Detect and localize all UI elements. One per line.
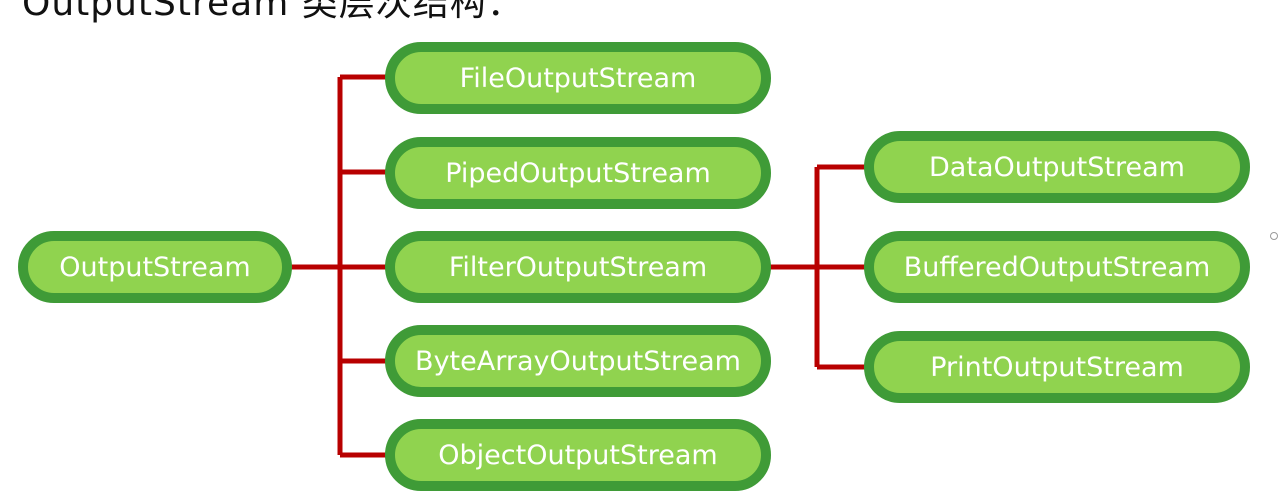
node-dataoutputstream-label: DataOutputStream [929,151,1185,183]
node-objectoutputstream-label: ObjectOutputStream [438,439,718,471]
node-bytearrayoutputstream-label: ByteArrayOutputStream [415,345,741,377]
node-dataoutputstream: DataOutputStream [864,131,1250,203]
node-outputstream: OutputStream [18,231,292,303]
node-printoutputstream-label: PrintOutputStream [930,351,1184,383]
node-bufferedoutputstream: BufferedOutputStream [864,231,1250,303]
diagram-heading: OutputStream 类层次结构： [22,0,524,24]
node-fileoutputstream: FileOutputStream [385,42,771,114]
node-outputstream-label: OutputStream [59,251,251,283]
node-bytearrayoutputstream: ByteArrayOutputStream [385,325,771,397]
node-fileoutputstream-label: FileOutputStream [459,62,697,94]
node-filteroutputstream: FilterOutputStream [385,231,771,303]
small-circle-marker [1270,232,1278,240]
node-filteroutputstream-label: FilterOutputStream [448,251,708,283]
node-pipedoutputstream: PipedOutputStream [385,137,771,209]
node-printoutputstream: PrintOutputStream [864,331,1250,403]
node-pipedoutputstream-label: PipedOutputStream [445,157,711,189]
node-objectoutputstream: ObjectOutputStream [385,419,771,491]
node-bufferedoutputstream-label: BufferedOutputStream [903,251,1211,283]
